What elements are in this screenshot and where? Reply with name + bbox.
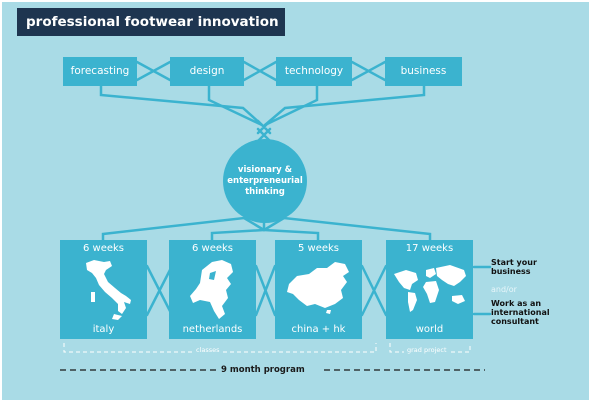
hub-line-3: thinking [245, 186, 285, 197]
box-forecasting: forecasting [63, 57, 137, 86]
place-italy: italy [92, 324, 115, 335]
box-business: business [385, 57, 462, 86]
outcome-consultant: Work as an international consultant [491, 299, 550, 326]
hub-line-2: enterpreneurial [227, 175, 303, 186]
program-duration: 9 month program [218, 365, 308, 375]
netherlands-map-icon [190, 260, 233, 319]
italy-map-icon [86, 260, 131, 320]
destination-china: 5 weeks china + hk [275, 240, 362, 339]
place-world: world [415, 324, 444, 335]
grad-project-label: grad project [404, 346, 450, 354]
outcome-start-line-1: Start your [491, 258, 537, 267]
place-netherlands: netherlands [182, 324, 243, 335]
hub-circle: visionary & enterpreneurial thinking [223, 139, 307, 223]
duration-world: 17 weeks [405, 243, 454, 254]
outcome-consultant-line-3: consultant [491, 317, 539, 326]
box-design: design [170, 57, 244, 86]
box-technology: technology [276, 57, 352, 86]
duration-netherlands: 6 weeks [191, 243, 234, 254]
classes-label: classes [193, 346, 223, 354]
outcome-consultant-line-1: Work as an [491, 299, 542, 308]
duration-italy: 6 weeks [82, 243, 125, 254]
destination-netherlands: 6 weeks netherlands [169, 240, 256, 339]
destination-italy: 6 weeks italy [60, 240, 147, 339]
china-map-icon [287, 262, 349, 314]
outcome-consultant-line-2: international [491, 308, 550, 317]
place-china: china + hk [291, 324, 346, 335]
page-title: professional footwear innovation [17, 8, 285, 36]
outcome-connector: and/or [491, 285, 517, 294]
outcome-start-line-2: business [491, 267, 531, 276]
outcome-start-business: Start your business [491, 258, 537, 276]
hub-line-1: visionary & [237, 164, 293, 175]
duration-china: 5 weeks [297, 243, 340, 254]
destination-world: 17 weeks world [386, 240, 473, 339]
world-map-icon [394, 265, 466, 312]
